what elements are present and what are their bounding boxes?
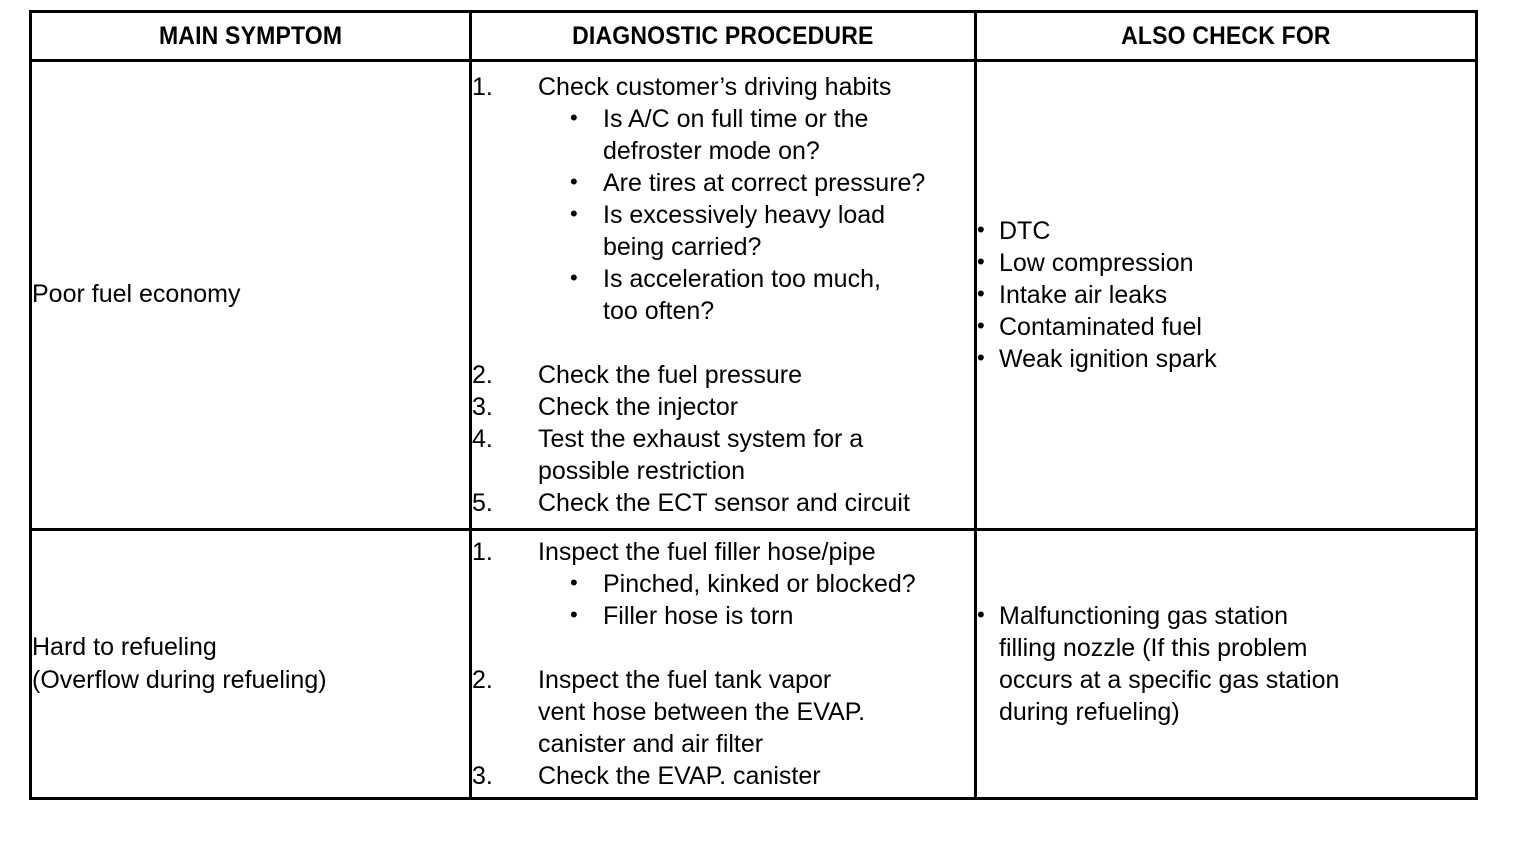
also-check-item-label: Low compression [999, 248, 1194, 277]
procedure-item-number: 1. [472, 72, 493, 101]
bullet-icon: • [977, 601, 985, 627]
procedure-item-text-line-2: vent hose between the EVAP. [538, 697, 866, 726]
procedure-sub-item-line-2: being carried? [603, 232, 762, 261]
procedure-cell: 1. Inspect the fuel filler hose/pipe • P… [469, 527, 977, 801]
bullet-icon: • [570, 200, 578, 226]
column-header-label: ALSO CHECK FOR [1121, 21, 1331, 50]
procedure-item: 1. Check customer’s driving habits • Is … [472, 71, 974, 327]
column-header-also-check-for: ALSO CHECK FOR [974, 10, 1478, 62]
procedure-item-text: Test the exhaust system for a [538, 424, 864, 453]
also-check-item: • Low compression [977, 247, 1475, 279]
also-check-item: • DTC [977, 215, 1475, 247]
procedure-item: 4. Test the exhaust system for a possibl… [472, 423, 974, 487]
procedure-item-number: 3. [472, 392, 493, 421]
column-header-label: MAIN SYMPTOM [158, 21, 343, 50]
procedure-item-text: Check the fuel pressure [538, 360, 803, 389]
procedure-item-text: Inspect the fuel filler hose/pipe [538, 537, 876, 566]
procedure-item-text: Check the injector [538, 392, 739, 421]
procedure-item: 1. Inspect the fuel filler hose/pipe • P… [472, 536, 974, 632]
procedure-sub-item: • Is excessively heavy load being carrie… [570, 199, 974, 263]
procedure-sub-list: • Is A/C on full time or the defroster m… [538, 103, 974, 327]
procedure-cell: 1. Check customer’s driving habits • Is … [469, 59, 977, 531]
symptom-line-2: (Overflow during refueling) [32, 665, 327, 694]
also-check-item-label: Contaminated fuel [999, 312, 1202, 341]
procedure-sub-item: • Is A/C on full time or the defroster m… [570, 103, 974, 167]
bullet-icon: • [977, 280, 985, 306]
symptom-text: Poor fuel economy [32, 278, 469, 311]
bullet-icon: • [570, 264, 578, 290]
bullet-icon: • [977, 312, 985, 338]
procedure-item-text-line-3: canister and air filter [538, 729, 764, 758]
column-header-main-symptom: MAIN SYMPTOM [29, 10, 472, 62]
procedure-item-text: Inspect the fuel tank vapor [538, 665, 832, 694]
also-check-item: • Weak ignition spark [977, 343, 1475, 375]
bullet-icon: • [977, 248, 985, 274]
also-check-item-line-4: during refueling) [999, 697, 1180, 726]
symptom-cell: Hard to refueling (Overflow during refue… [29, 527, 472, 801]
procedure-item-text: Check customer’s driving habits [538, 72, 892, 101]
procedure-item-number: 4. [472, 424, 493, 453]
symptom-line-1: Hard to refueling [32, 632, 217, 661]
procedure-sub-list: • Pinched, kinked or blocked? • Filler h… [538, 568, 974, 632]
bullet-icon: • [570, 601, 578, 627]
column-header-label: DIAGNOSTIC PROCEDURE [572, 21, 874, 50]
procedure-item: 3. Check the injector [472, 391, 974, 423]
procedure-list: 1. Check customer’s driving habits • Is … [472, 71, 974, 519]
bullet-icon: • [570, 569, 578, 595]
procedure-sub-item-line-1: Pinched, kinked or blocked? [603, 569, 916, 598]
also-check-item-label: Malfunctioning gas station [999, 601, 1289, 630]
procedure-sub-item: • Are tires at correct pressure? [570, 167, 974, 199]
procedure-sub-item-line-1: Is A/C on full time or the [603, 104, 869, 133]
procedure-item: 3. Check the EVAP. canister [472, 760, 974, 792]
procedure-sub-item-line-2: defroster mode on? [603, 136, 820, 165]
procedure-item-text-line-2: possible restriction [538, 456, 746, 485]
procedure-item-text: Check the ECT sensor and circuit [538, 488, 910, 517]
procedure-item: 2. Check the fuel pressure [472, 359, 974, 391]
procedure-item-number: 5. [472, 488, 493, 517]
procedure-list: 1. Inspect the fuel filler hose/pipe • P… [472, 536, 974, 792]
also-check-item: • Malfunctioning gas station filling noz… [977, 600, 1475, 728]
also-check-list: • DTC • Low compression • Intake air lea… [977, 215, 1475, 375]
procedure-sub-item: • Pinched, kinked or blocked? [570, 568, 974, 600]
procedure-item-text: Check the EVAP. canister [538, 761, 821, 790]
procedure-item-number: 2. [472, 665, 493, 694]
symptom-cell: Poor fuel economy [29, 59, 472, 531]
also-check-item-line-2: filling nozzle (If this problem [999, 633, 1308, 662]
table-row: Poor fuel economy 1. Check customer’s dr… [29, 59, 1478, 531]
procedure-item-number: 3. [472, 761, 493, 790]
also-check-cell: • DTC • Low compression • Intake air lea… [974, 59, 1478, 531]
procedure-sub-item-line-1: Is excessively heavy load [603, 200, 886, 229]
table-row: Hard to refueling (Overflow during refue… [29, 527, 1478, 801]
procedure-sub-item-line-1: Is acceleration too much, [603, 264, 881, 293]
procedure-item-number: 2. [472, 360, 493, 389]
diagnostic-table: MAIN SYMPTOM DIAGNOSTIC PROCEDURE ALSO C… [29, 10, 1478, 801]
also-check-item: • Contaminated fuel [977, 311, 1475, 343]
also-check-item-line-3: occurs at a specific gas station [999, 665, 1340, 694]
procedure-sub-item: • Filler hose is torn [570, 600, 974, 632]
column-header-diagnostic-procedure: DIAGNOSTIC PROCEDURE [469, 10, 977, 62]
table-header-row: MAIN SYMPTOM DIAGNOSTIC PROCEDURE ALSO C… [29, 10, 1478, 62]
procedure-sub-item: • Is acceleration too much, too often? [570, 263, 974, 327]
also-check-item-label: DTC [999, 216, 1051, 245]
procedure-sub-item-line-1: Filler hose is torn [603, 601, 794, 630]
bullet-icon: • [570, 168, 578, 194]
also-check-list: • Malfunctioning gas station filling noz… [977, 600, 1475, 728]
also-check-item-label: Intake air leaks [999, 280, 1168, 309]
bullet-icon: • [570, 104, 578, 130]
bullet-icon: • [977, 344, 985, 370]
procedure-item-number: 1. [472, 537, 493, 566]
also-check-cell: • Malfunctioning gas station filling noz… [974, 527, 1478, 801]
procedure-item: 5. Check the ECT sensor and circuit [472, 487, 974, 519]
symptom-line-1: Poor fuel economy [32, 280, 241, 309]
also-check-item-label: Weak ignition spark [999, 344, 1217, 373]
also-check-item: • Intake air leaks [977, 279, 1475, 311]
bullet-icon: • [977, 216, 985, 242]
symptom-text: Hard to refueling (Overflow during refue… [32, 631, 469, 697]
procedure-item: 2. Inspect the fuel tank vapor vent hose… [472, 664, 974, 760]
procedure-sub-item-line-2: too often? [603, 296, 715, 325]
procedure-sub-item-line-1: Are tires at correct pressure? [603, 168, 926, 197]
